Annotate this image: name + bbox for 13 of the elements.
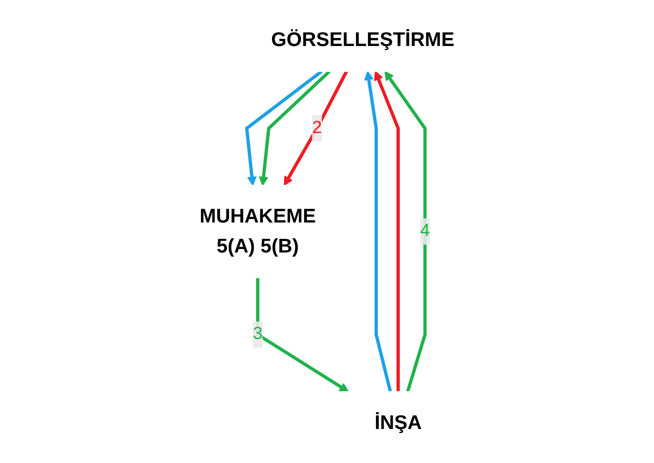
node-text: MUHAKEME 5(A) 5(B) [200, 205, 316, 257]
arrow [256, 278, 349, 392]
edge-label: 3 [252, 324, 263, 344]
edge-label: 4 [420, 222, 430, 240]
node-text: GÖRSELLEŞTİRME [271, 28, 454, 50]
arrow [384, 70, 427, 392]
arrow [364, 70, 392, 392]
arrow [284, 70, 348, 186]
arrow [245, 70, 323, 186]
arrow [258, 70, 331, 186]
edge-label: 2 [312, 118, 322, 138]
node-text: İNŞA [374, 411, 422, 434]
arrow [374, 70, 400, 392]
